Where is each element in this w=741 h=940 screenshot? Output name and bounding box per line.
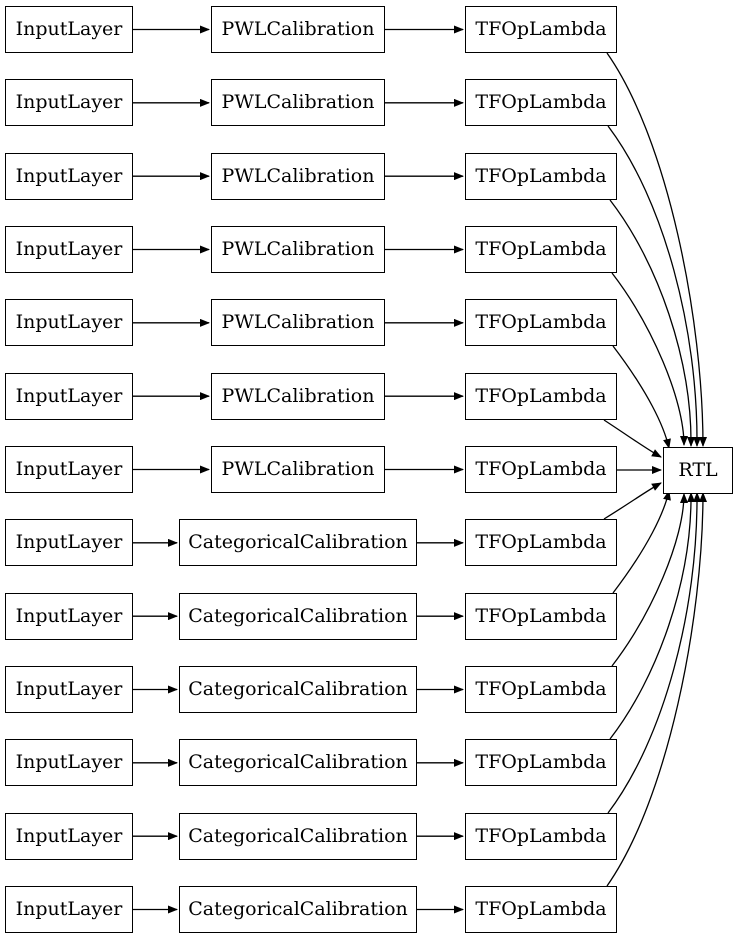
edge-lambda-to-rtl — [606, 52, 707, 447]
node-pwlcalibration: PWLCalibration — [211, 446, 385, 493]
node-inputlayer: InputLayer — [5, 886, 133, 933]
node-tfoplambda: TFOpLambda — [465, 226, 617, 273]
node-inputlayer: InputLayer — [5, 739, 133, 787]
node-tfoplambda: TFOpLambda — [465, 446, 617, 493]
node-categoricalcalibration: CategoricalCalibration — [179, 592, 417, 640]
node-rtl: RTL — [663, 446, 733, 494]
edge-lambda-to-rtl — [611, 272, 688, 446]
node-pwlcalibration: PWLCalibration — [211, 79, 385, 127]
node-tfoplambda: TFOpLambda — [465, 666, 617, 713]
node-categoricalcalibration: CategoricalCalibration — [179, 739, 417, 787]
node-inputlayer: InputLayer — [5, 299, 133, 347]
node-tfoplambda: TFOpLambda — [465, 299, 617, 347]
node-categoricalcalibration: CategoricalCalibration — [179, 886, 417, 933]
node-pwlcalibration: PWLCalibration — [211, 299, 385, 347]
node-pwlcalibration: PWLCalibration — [211, 152, 385, 200]
edge-lambda-to-rtl — [612, 490, 671, 594]
node-tfoplambda: TFOpLambda — [465, 592, 617, 640]
node-inputlayer: InputLayer — [5, 446, 133, 493]
edge-lambda-to-rtl — [609, 199, 696, 447]
node-inputlayer: InputLayer — [5, 666, 133, 713]
node-pwlcalibration: PWLCalibration — [211, 226, 385, 273]
node-pwlcalibration: PWLCalibration — [211, 6, 385, 53]
node-categoricalcalibration: CategoricalCalibration — [179, 666, 417, 713]
node-tfoplambda: TFOpLambda — [465, 6, 617, 53]
edge-lambda-to-rtl — [612, 345, 671, 449]
edge-lambda-to-rtl — [606, 492, 707, 887]
node-tfoplambda: TFOpLambda — [465, 79, 617, 127]
node-pwlcalibration: PWLCalibration — [211, 372, 385, 420]
node-tfoplambda: TFOpLambda — [465, 519, 617, 567]
node-inputlayer: InputLayer — [5, 592, 133, 640]
edge-lambda-to-rtl — [607, 492, 702, 814]
node-inputlayer: InputLayer — [5, 6, 133, 53]
edge-lambda-to-rtl — [603, 482, 662, 520]
edge-lambda-to-rtl — [607, 125, 702, 447]
node-tfoplambda: TFOpLambda — [465, 372, 617, 420]
node-tfoplambda: TFOpLambda — [465, 812, 617, 860]
node-inputlayer: InputLayer — [5, 812, 133, 860]
node-inputlayer: InputLayer — [5, 519, 133, 567]
edge-lambda-to-rtl — [609, 492, 696, 740]
node-inputlayer: InputLayer — [5, 372, 133, 420]
node-categoricalcalibration: CategoricalCalibration — [179, 812, 417, 860]
node-tfoplambda: TFOpLambda — [465, 739, 617, 787]
node-inputlayer: InputLayer — [5, 152, 133, 200]
edge-lambda-to-rtl — [603, 419, 662, 458]
node-tfoplambda: TFOpLambda — [465, 152, 617, 200]
node-inputlayer: InputLayer — [5, 226, 133, 273]
node-inputlayer: InputLayer — [5, 79, 133, 127]
edge-lambda-to-rtl — [611, 493, 688, 667]
node-tfoplambda: TFOpLambda — [465, 886, 617, 933]
node-categoricalcalibration: CategoricalCalibration — [179, 519, 417, 567]
